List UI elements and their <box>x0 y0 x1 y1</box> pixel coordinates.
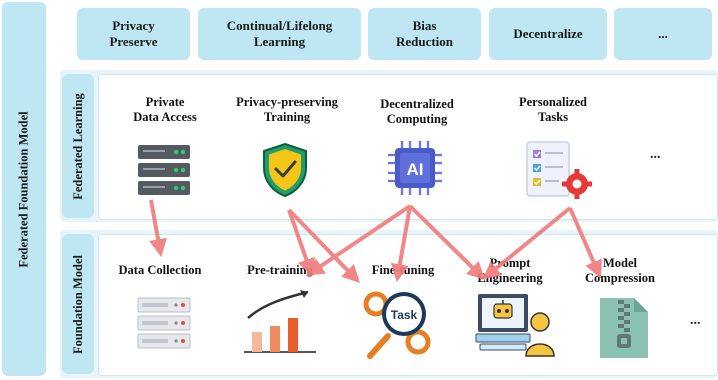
server-icon <box>138 145 190 195</box>
server-rack-icon <box>137 297 191 349</box>
fm-label-data-collection: Data Collection <box>118 263 202 277</box>
federated-label-box: Federated Learning <box>62 74 94 218</box>
top-box-continual-learning: Continual/Lifelong Learning <box>198 8 361 60</box>
top-box-label: Bias Reduction <box>395 18 454 49</box>
shield-check-icon <box>263 142 307 198</box>
fed-label-private-data-access: Private Data Access <box>133 95 197 124</box>
fm-label-pre-training: Pre-training <box>247 263 313 277</box>
fm-label-fine-tuning: Fine-tuning <box>371 263 435 277</box>
top-box-label: Decentralize <box>513 26 583 41</box>
foundation-label: Foundation Model <box>70 254 85 354</box>
outer-label: Federated Foundation Model <box>16 110 31 268</box>
fm-label-prompt-engineering: Prompt Engineering <box>477 256 543 285</box>
fed-label-personalized-tasks: Personalized Tasks <box>518 95 588 124</box>
top-box-label: Continual/Lifelong Learning <box>226 18 333 49</box>
top-box-more: ... <box>614 8 712 60</box>
checklist-gear-icon <box>526 141 592 199</box>
zip-file-icon <box>600 298 648 358</box>
federated-panel <box>98 74 718 220</box>
growth-chart-icon <box>244 290 316 353</box>
top-box-privacy-preserve: Privacy Preserve <box>77 8 190 60</box>
fed-ellipsis: ... <box>650 147 661 162</box>
ai-chip-icon: AI <box>388 141 442 195</box>
fm-ellipsis: ... <box>690 313 701 328</box>
robot-monitor-icon <box>475 294 555 357</box>
outer-label-box: Federated Foundation Model <box>2 2 46 376</box>
top-box-label: ... <box>658 26 668 41</box>
top-box-label: Privacy Preserve <box>109 18 158 49</box>
top-box-decentralize: Decentralize <box>489 8 607 60</box>
fed-label-decentralized-computing: Decentralized Computing <box>380 97 454 126</box>
task-gears-icon: Task <box>363 291 431 359</box>
fm-label-model-compression: Model Compression <box>585 256 655 285</box>
foundation-label-box: Foundation Model <box>62 234 94 374</box>
task-text: Task <box>391 308 418 322</box>
federated-label: Federated Learning <box>70 92 85 200</box>
chip-text: AI <box>407 160 424 179</box>
fed-label-privacy-training: Privacy-preserving Training <box>236 95 338 124</box>
top-box-bias-reduction: Bias Reduction <box>368 8 481 60</box>
